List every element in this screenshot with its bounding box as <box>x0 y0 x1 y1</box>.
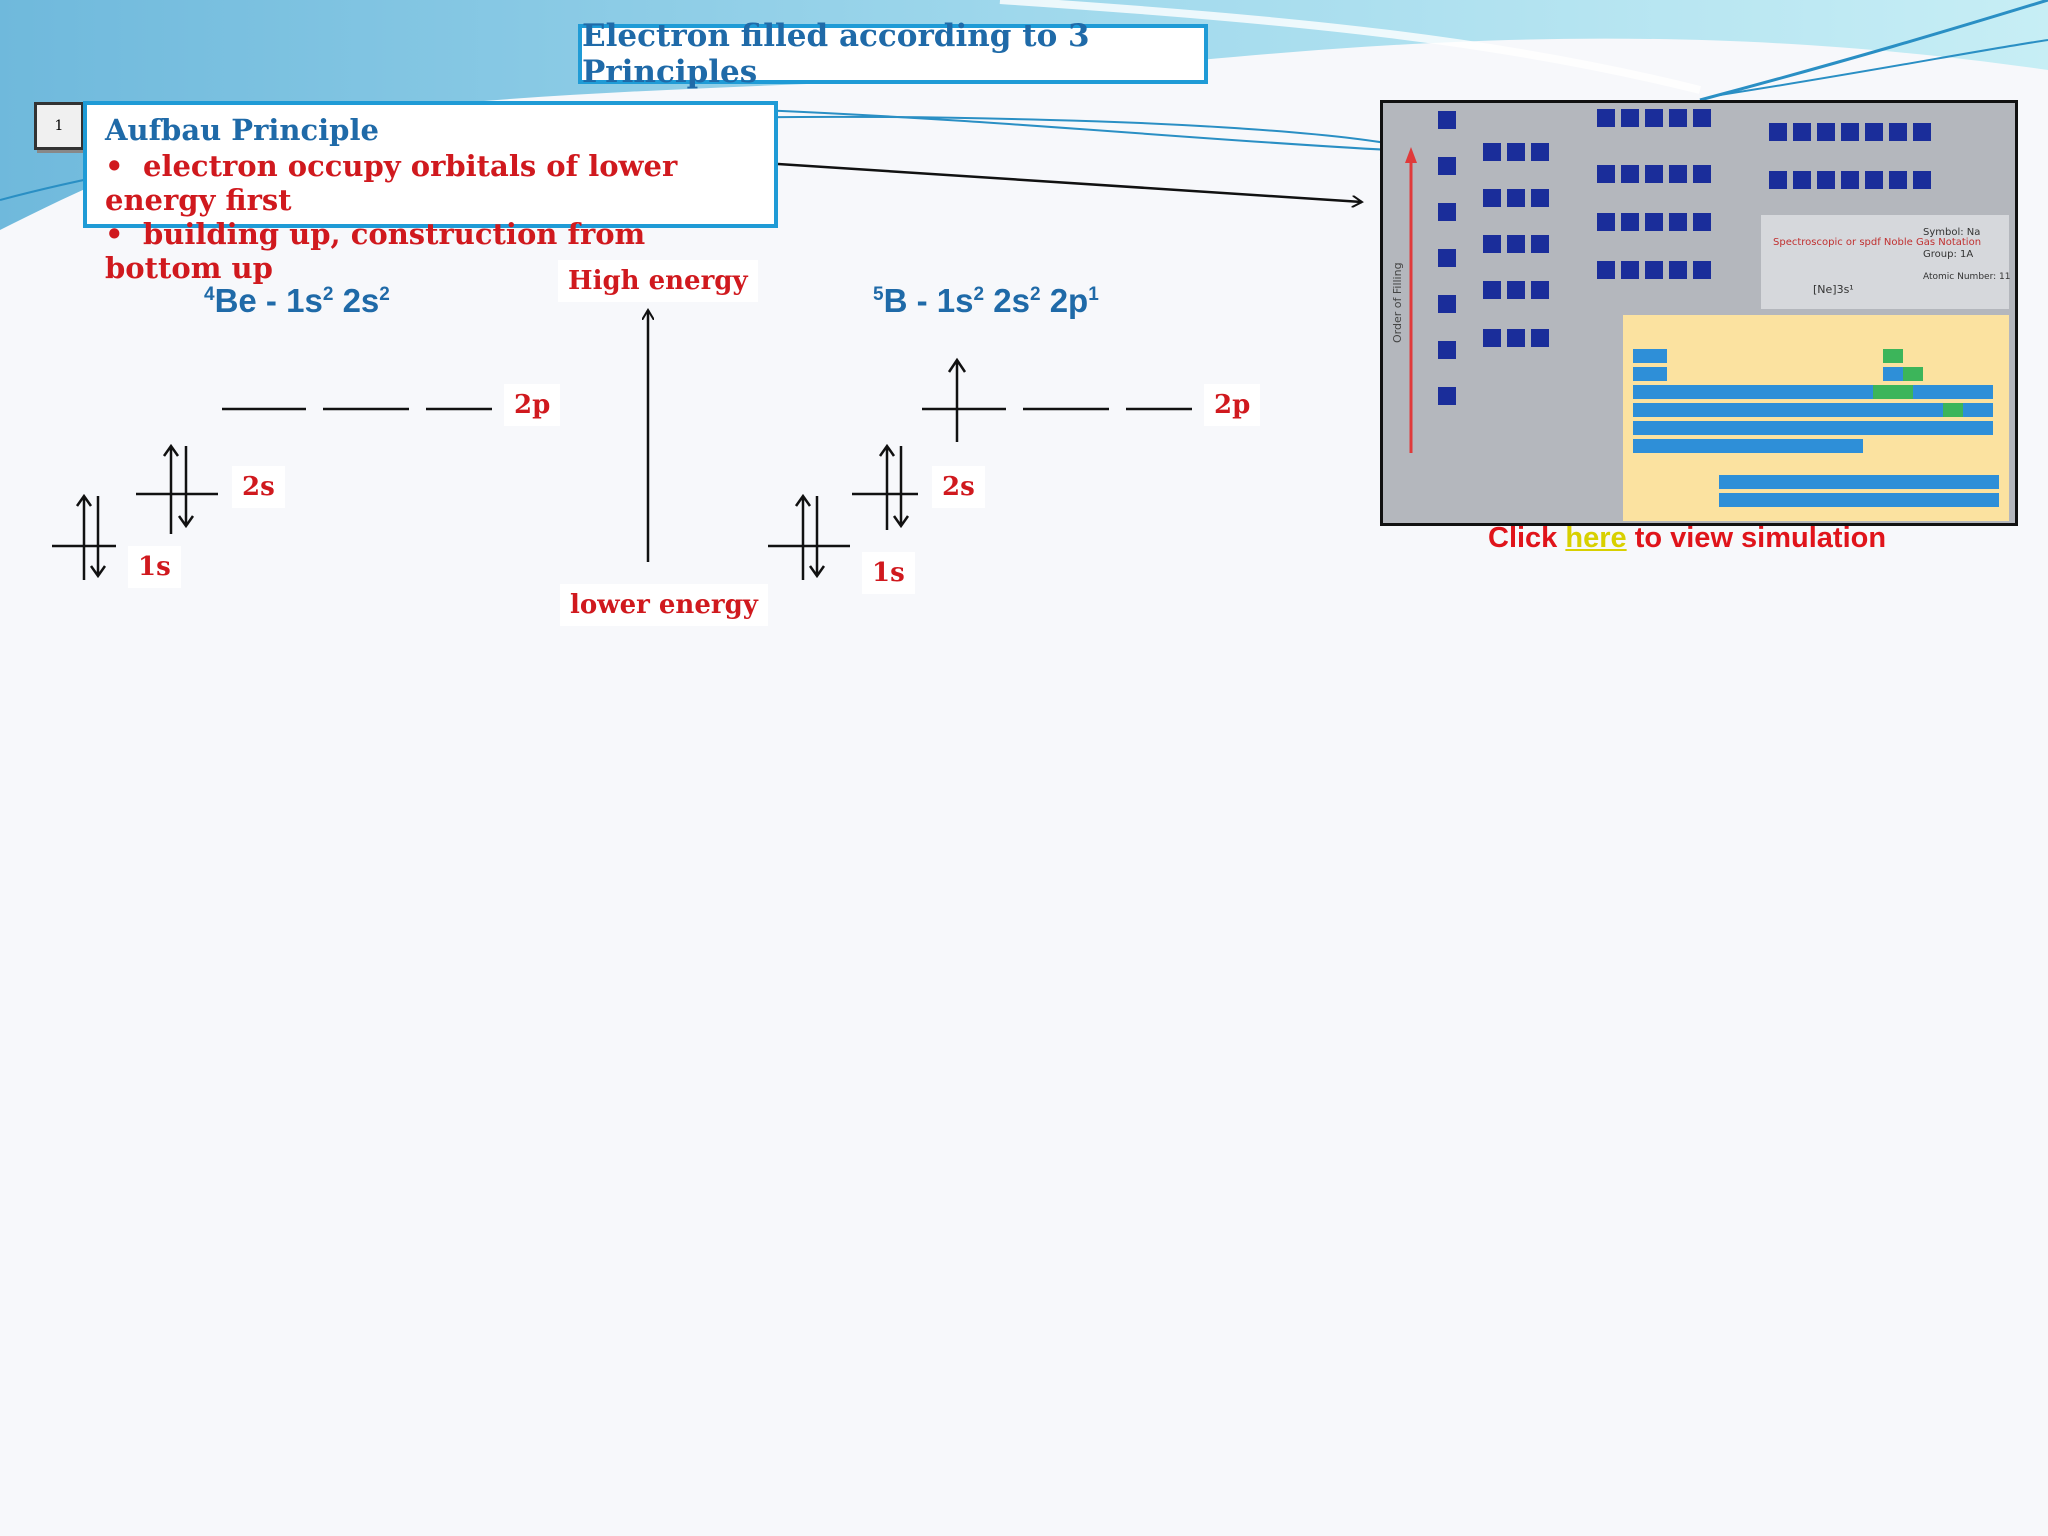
principle-title: Aufbau Principle <box>105 113 379 147</box>
svg-text:[Ne]3s¹: [Ne]3s¹ <box>1813 283 1854 296</box>
be-config: 4Be - 1s2 2s2 <box>204 282 390 319</box>
high-energy-label: High energy <box>558 260 758 302</box>
svg-text:Symbol: Na: Symbol: Na <box>1923 227 1980 238</box>
simulation-here-link[interactable]: here <box>1565 522 1627 554</box>
be-2p-label: 2p <box>504 384 561 426</box>
b-1s-electron-pair <box>794 493 826 580</box>
b-2s-electron-pair <box>878 443 910 530</box>
svg-text:Group: 1A: Group: 1A <box>1923 249 1973 260</box>
b-2p-label: 2p <box>1204 384 1261 426</box>
simulation-link-text: Click here to view simulation <box>1488 522 1886 555</box>
connector-arrows <box>0 162 2048 562</box>
svg-text:Order of Filling: Order of Filling <box>1391 262 1404 343</box>
be-2s-electron-pair <box>162 443 195 534</box>
be-2s-label: 2s <box>232 466 285 508</box>
principle-number-badge: 1 <box>34 102 84 150</box>
svg-text:Spectroscopic or spdf Noble Ga: Spectroscopic or spdf Noble Gas Notation <box>1773 237 1981 248</box>
periodic-table-illustration: Order of Filling Spec <box>1383 103 2015 523</box>
simulation-suffix: to view simulation <box>1626 522 1887 554</box>
svg-text:Atomic Number: 11: Atomic Number: 11 <box>1923 272 2010 282</box>
b-1s-label: 1s <box>862 552 915 594</box>
bullet-item: •electron occupy orbitals of lower energ… <box>105 149 678 217</box>
simulation-preview-image[interactable]: Order of Filling Spec <box>1380 100 2018 526</box>
lower-energy-label: lower energy <box>560 584 768 626</box>
b-config: 5B - 1s2 2s2 2p1 <box>873 282 1099 319</box>
pointer-arrow <box>777 162 1362 202</box>
principle-bullets: •electron occupy orbitals of lower energ… <box>105 149 756 285</box>
be-1s-electron-pair <box>75 493 107 580</box>
bullet-item: •building up, construction from bottom u… <box>105 217 646 285</box>
principle-box: Aufbau Principle •electron occupy orbita… <box>83 101 778 285</box>
b-2p-electron-up <box>947 357 967 442</box>
b-2s-label: 2s <box>932 466 985 508</box>
orbital-diagrams <box>52 357 1192 580</box>
simulation-prefix: Click <box>1488 522 1566 554</box>
be-1s-label: 1s <box>128 546 181 588</box>
